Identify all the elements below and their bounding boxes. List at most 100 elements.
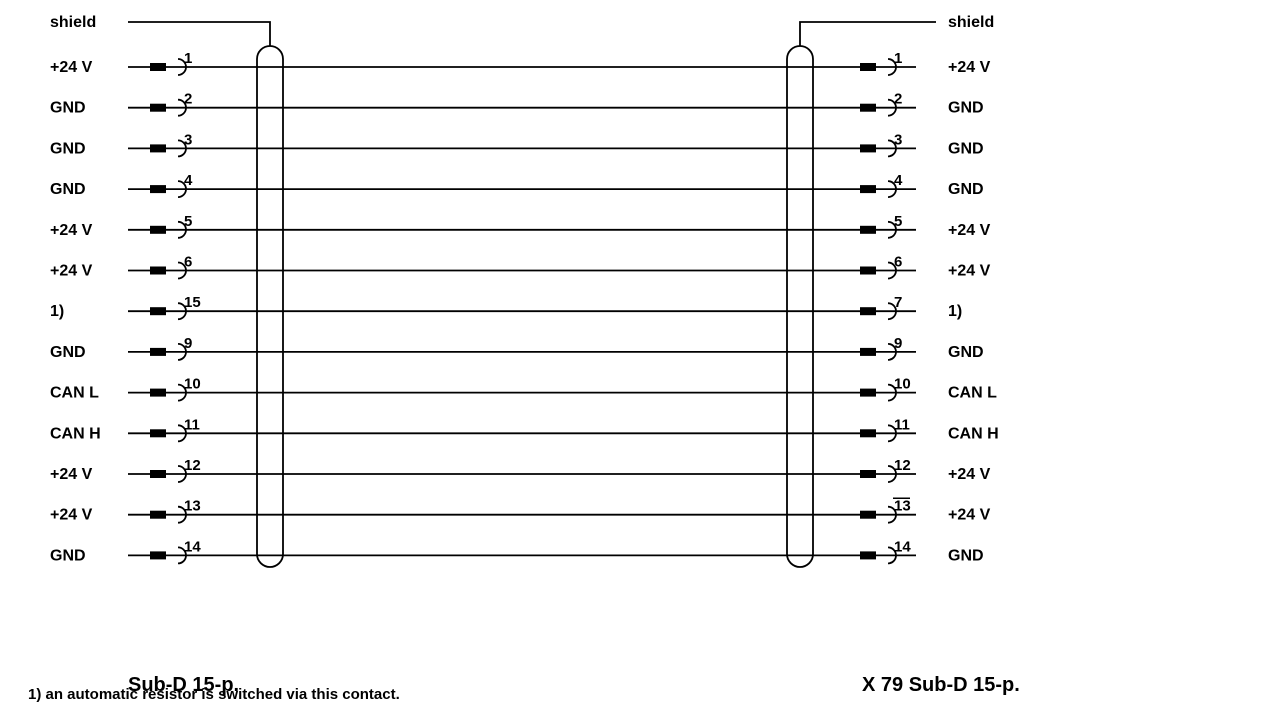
socket-arc-left	[177, 465, 187, 483]
pin-number-left: 1	[184, 50, 192, 67]
pin-contact-left	[150, 307, 166, 316]
pin-label-right: +24 V	[948, 466, 991, 483]
pin-contact-left	[150, 266, 166, 275]
connector-shield-right	[786, 45, 814, 568]
socket-arc-left	[177, 505, 187, 524]
pin-number-left: 4	[184, 172, 193, 189]
socket-arc-right	[887, 465, 897, 483]
pin-label-left: 1)	[50, 303, 64, 320]
socket-arc-left	[177, 383, 187, 402]
pin-label-left: +24 V	[50, 263, 93, 280]
pin-number-left: 2	[184, 91, 192, 108]
pin-contact-right	[860, 388, 876, 397]
pin-contact-right	[860, 103, 876, 112]
pin-label-right: GND	[948, 344, 984, 361]
pin-number-right: 9	[894, 335, 902, 352]
pin-label-left: GND	[50, 100, 86, 117]
socket-arc-left	[177, 139, 187, 158]
right-connector-caption: X 79 Sub-D 15-p. (HB)	[862, 600, 1020, 714]
footnote: 1) an automatic resistor is switched via…	[28, 686, 400, 703]
shield-label-right: shield	[948, 14, 995, 31]
pin-label-right: GND	[948, 181, 984, 198]
pin-label-left: +24 V	[50, 222, 93, 239]
pin-contact-left	[150, 103, 166, 112]
socket-arc-right	[887, 505, 897, 524]
pin-number-left: 3	[184, 131, 192, 148]
socket-arc-right	[887, 220, 897, 239]
pin-contact-right	[860, 185, 876, 194]
pin-label-right: 1)	[948, 303, 962, 320]
pin-number-right: 2	[894, 91, 902, 108]
shield-line-right	[799, 21, 936, 46]
pin-number-left: 5	[184, 213, 192, 230]
pin-contact-right	[860, 266, 876, 275]
pin-number-left: 10	[184, 376, 201, 393]
pin-label-right: CAN H	[948, 425, 999, 442]
socket-arc-left	[177, 220, 187, 239]
left-connector-name: Sub-D 15-p.	[128, 674, 240, 696]
pin-label-right: +24 V	[948, 222, 991, 239]
pin-label-left: +24 V	[50, 507, 93, 524]
pin-number-left: 13	[184, 498, 201, 515]
pin-contact-left	[150, 429, 166, 438]
pin-label-left: GND	[50, 140, 86, 157]
pin-label-left: +24 V	[50, 466, 93, 483]
socket-arc-left	[177, 424, 187, 443]
socket-arc-right	[887, 302, 897, 321]
pin-contact-right	[860, 307, 876, 316]
pin-contact-right	[860, 225, 876, 234]
pin-number-left: 6	[184, 254, 192, 271]
right-connector-name: X 79 Sub-D 15-p.	[862, 674, 1020, 696]
pin-contact-right	[860, 63, 876, 71]
socket-arc-right	[887, 343, 897, 361]
pin-number-right: 12	[894, 457, 911, 474]
pin-label-right: CAN L	[948, 385, 997, 402]
pin-label-left: GND	[50, 181, 86, 198]
pin-contact-right	[860, 347, 876, 356]
pin-label-left: CAN L	[50, 385, 99, 402]
socket-arc-right	[887, 180, 897, 198]
socket-arc-left	[177, 58, 187, 76]
socket-arc-left	[177, 343, 187, 361]
pin-number-left: 15	[184, 294, 201, 311]
pin-contact-left	[150, 144, 166, 153]
pin-contact-left	[150, 185, 166, 194]
pin-contact-right	[860, 470, 876, 478]
pin-number-right: 10	[894, 376, 911, 393]
pin-number-right: 3	[894, 131, 902, 148]
socket-arc-left	[177, 302, 187, 321]
socket-arc-right	[887, 58, 897, 76]
pin-label-left: GND	[50, 547, 86, 564]
shield-label-left: shield	[50, 14, 97, 31]
socket-arc-right	[887, 261, 897, 280]
pin-label-right: GND	[948, 100, 984, 117]
pin-number-left: 14	[184, 538, 201, 555]
socket-arc-left	[177, 546, 187, 565]
pin-number-right: 7	[894, 294, 902, 311]
pin-number-right: 5	[894, 213, 902, 230]
pin-contact-right	[860, 510, 876, 519]
pin-contact-right	[860, 429, 876, 438]
socket-arc-right	[887, 424, 897, 443]
pin-number-right: 11	[894, 416, 910, 433]
shield-line-left	[128, 21, 271, 46]
connector-shield-left	[256, 45, 284, 568]
pin-label-right: +24 V	[948, 59, 991, 76]
pin-number-left: 11	[184, 416, 200, 433]
socket-arc-left	[177, 261, 187, 280]
pin-contact-left	[150, 347, 166, 356]
pin-contact-left	[150, 510, 166, 519]
pin-label-right: +24 V	[948, 263, 991, 280]
socket-arc-right	[887, 139, 897, 158]
pin-number-right: 13	[894, 498, 911, 515]
pin-contact-left	[150, 225, 166, 234]
pin-number-left: 9	[184, 335, 192, 352]
socket-arc-left	[177, 180, 187, 198]
pin-number-right: 6	[894, 254, 902, 271]
pin-contact-left	[150, 470, 166, 478]
pin-label-right: GND	[948, 140, 984, 157]
pin-contact-right	[860, 144, 876, 153]
pin-contact-left	[150, 388, 166, 397]
